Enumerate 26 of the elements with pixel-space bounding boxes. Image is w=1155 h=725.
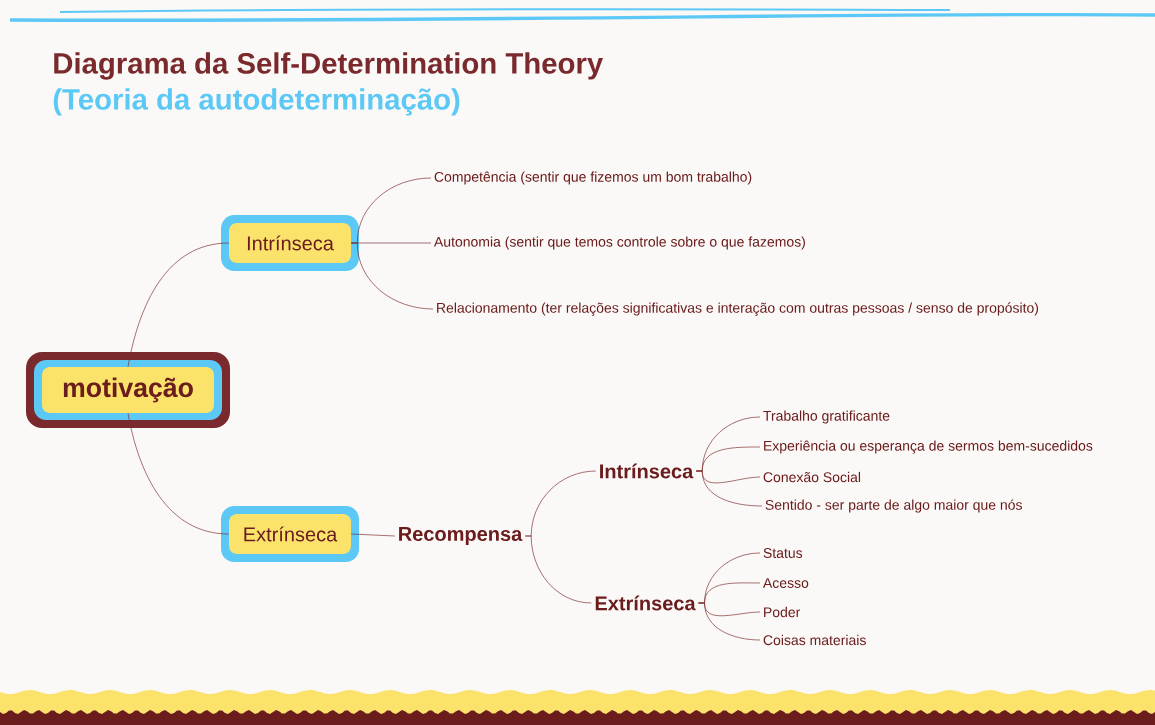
main-topic-box: motivação (26, 352, 230, 428)
connector-line (524, 535, 592, 604)
leaf-label: Competência (sentir que fizemos um bom trabalho) (434, 171, 752, 185)
connector-line (698, 602, 761, 641)
leaf-label: Status (763, 548, 803, 558)
leaf-label: Experiência ou esperança de sermos bem-sucedidos (764, 440, 1093, 454)
connector-line (127, 242, 230, 368)
leaf-label: Sentido - ser parte de algo maior que nós (765, 499, 1022, 513)
connector-line (350, 533, 396, 537)
topic-box: Intrínseca (221, 215, 359, 271)
leaf-label: Conexão Social (763, 471, 861, 483)
branch-label: Intrínseca (600, 463, 694, 479)
leaf-label: Coisas materiais (763, 634, 866, 646)
branch-label: Extrínseca (595, 595, 696, 611)
title: Diagrama da Self-Determination Theory (54, 52, 604, 80)
connector-line (127, 412, 230, 535)
leaf-label: Trabalho gratificante (763, 410, 890, 424)
topic-box: Extrínseca (221, 506, 359, 562)
subtitle: (Teoria da autodeterminação) (53, 88, 460, 116)
connector-line (695, 470, 763, 507)
branch-label: Recompensa (399, 527, 523, 545)
connector-line (350, 242, 434, 310)
leaf-label: Poder (764, 606, 801, 618)
leaf-label: Autonomia (sentir que temos controle sobre o que fazemos) (433, 236, 805, 250)
leaf-label: Acesso (762, 578, 809, 588)
leaf-label: Relacionamento (ter relações significativas e interação com outras pessoas / senso de propósito) (437, 302, 1039, 316)
